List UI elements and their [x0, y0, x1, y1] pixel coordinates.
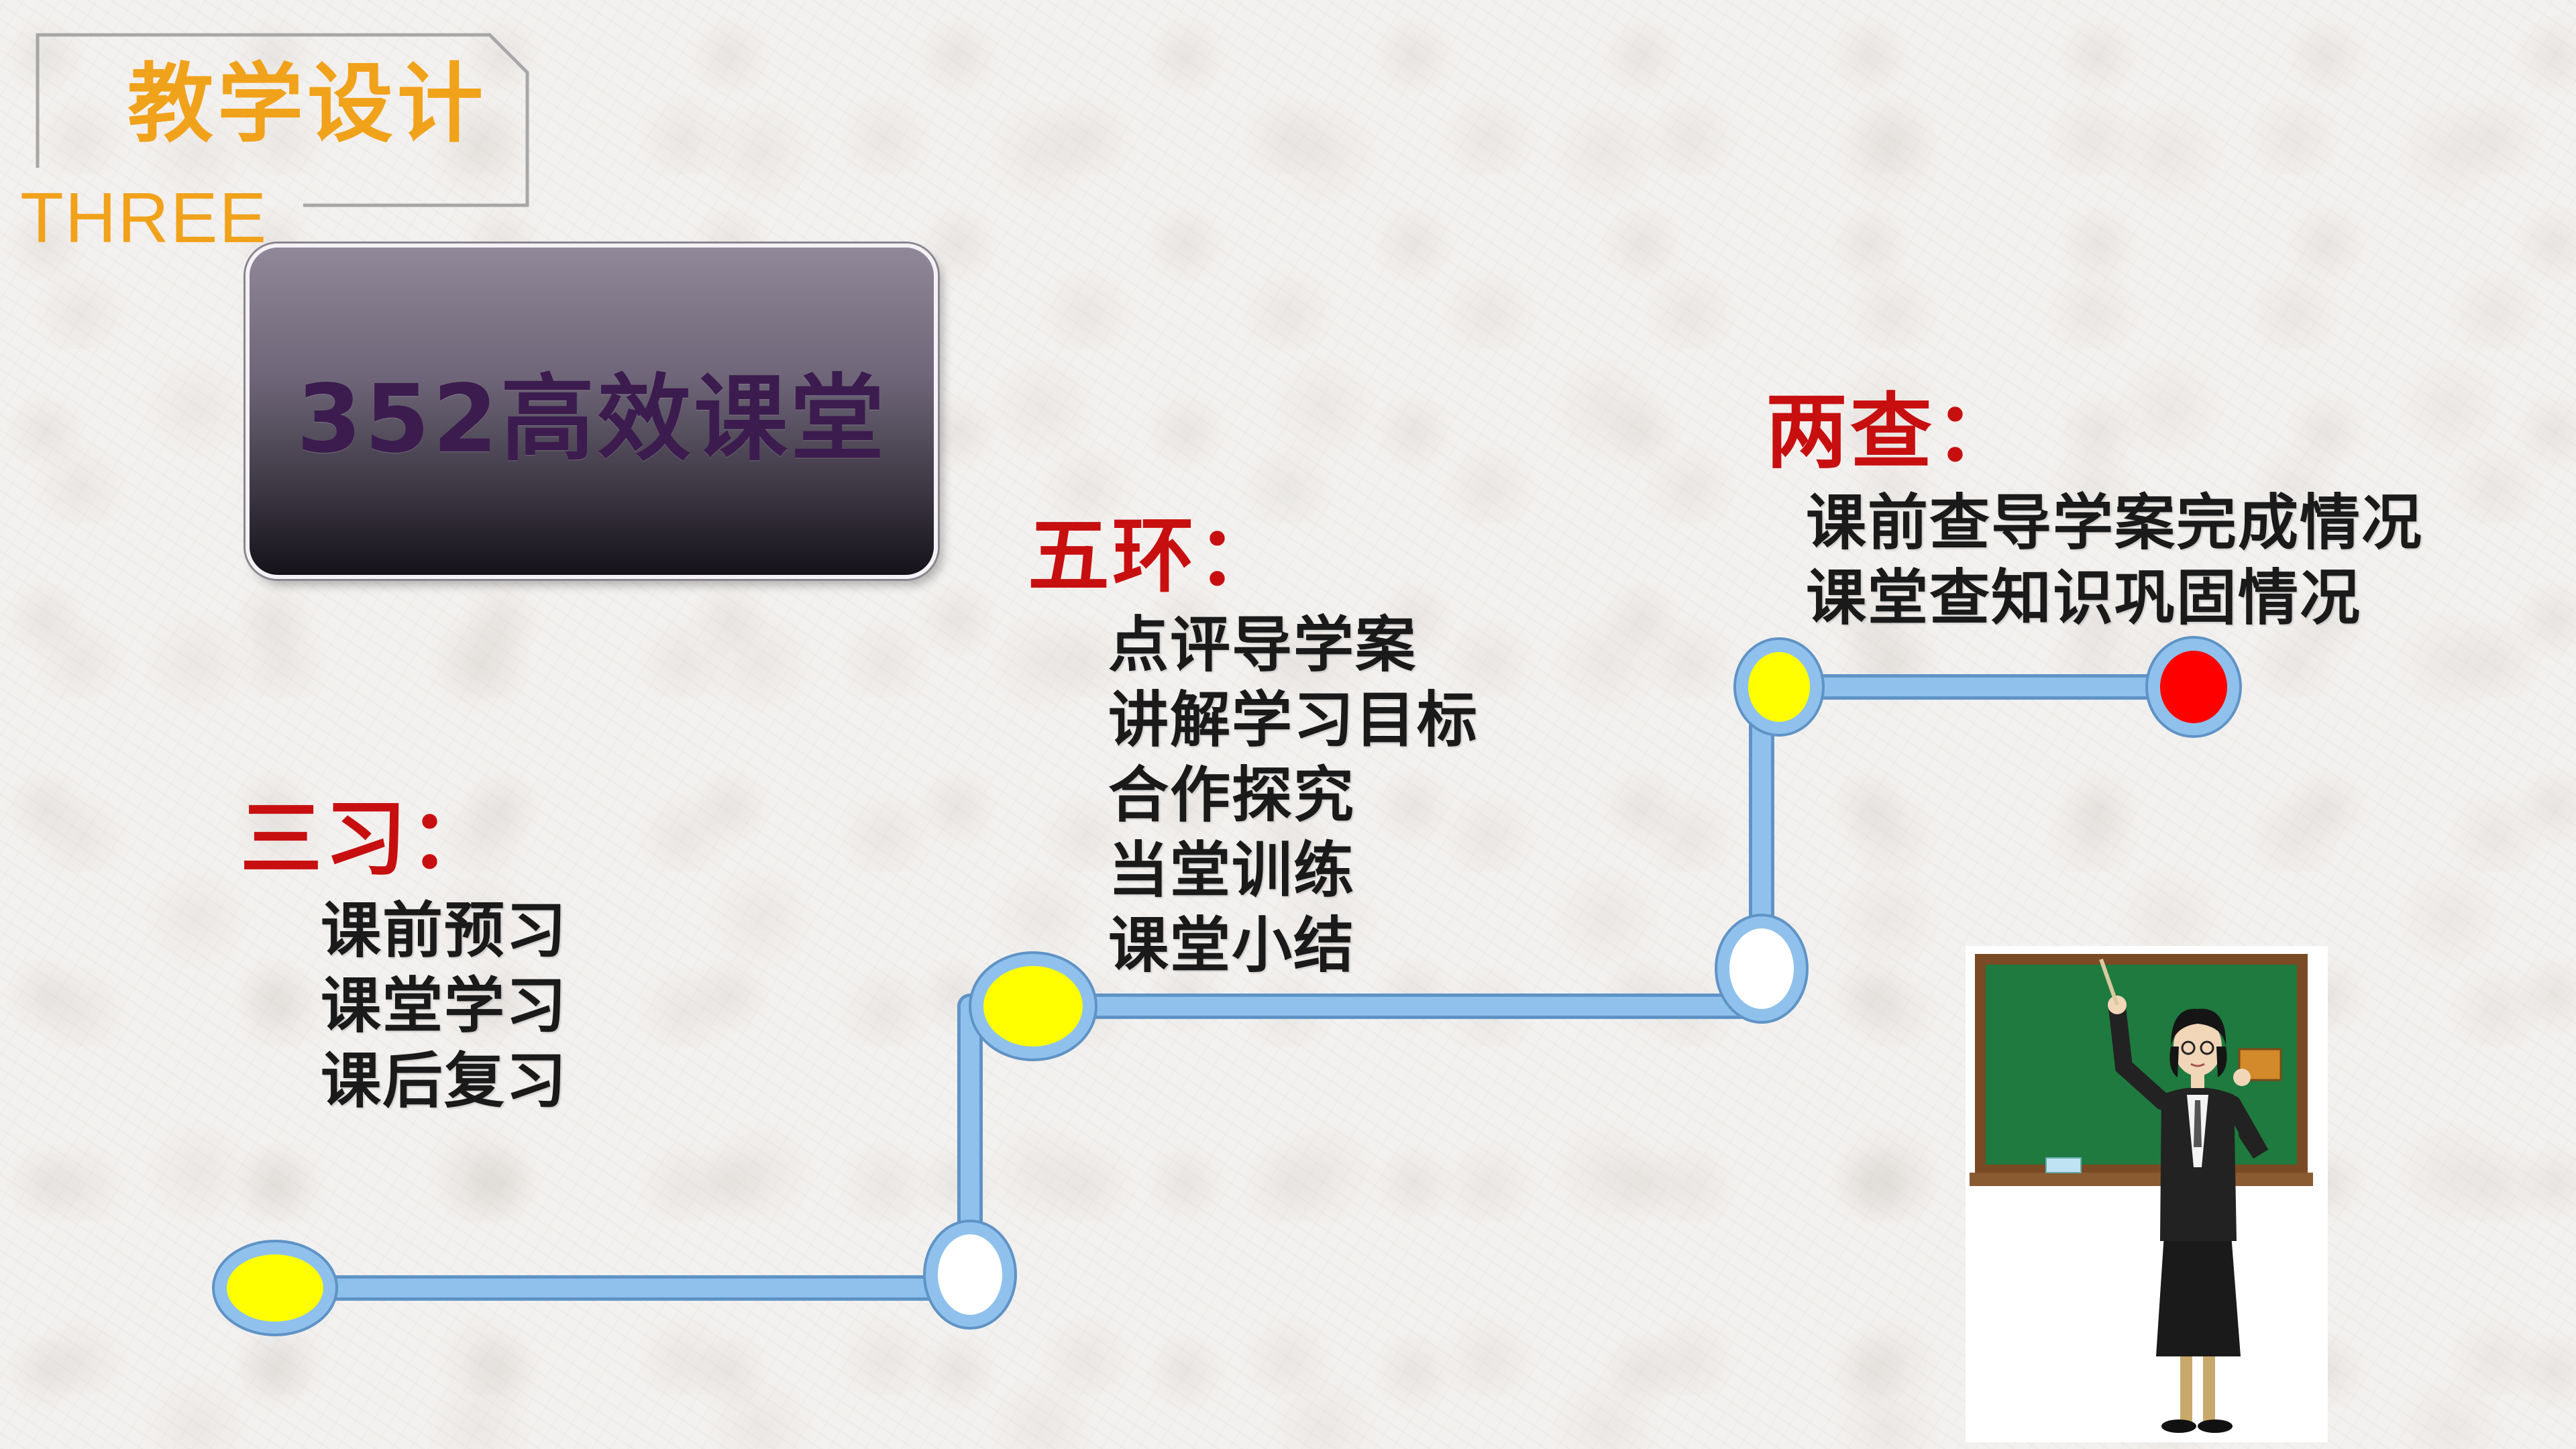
list-item: 课堂小结 [1108, 910, 1355, 981]
teacher-leg [2203, 1348, 2215, 1422]
path-node-white [1729, 928, 1794, 1009]
path-nodes [212, 636, 2242, 1336]
list-item: 课堂学习 [321, 971, 568, 1041]
teacher-hair [2216, 1046, 2227, 1077]
teacher-mouth [2190, 1063, 2205, 1067]
teacher-face [2174, 1017, 2222, 1076]
path-node-yellow [983, 966, 1083, 1046]
teacher-hair [2171, 1008, 2226, 1046]
title-box-text: 352高效课堂 [296, 365, 888, 474]
section-list-liangcha: 课前查导学案完成情况 课堂查知识巩固情况 [1806, 486, 2423, 636]
pointer-stick-icon [2099, 959, 2119, 1006]
list-item: 点评导学案 [1108, 610, 1417, 680]
list-item: 当堂训练 [1108, 835, 1355, 906]
teacher-arm-left [2108, 999, 2171, 1110]
title-box: 352高效课堂 [246, 244, 938, 579]
path-node-white [938, 1234, 1002, 1315]
teacher-figure-icon [2099, 959, 2282, 1433]
teacher-tie [2194, 1100, 2202, 1147]
blackboard-ledge [1970, 1173, 2313, 1186]
section-list-wuhuan: 点评导学案 讲解学习目标 合作探究 当堂训练 课堂小结 [1108, 608, 1479, 983]
teacher-shoe [2161, 1419, 2196, 1433]
teacher-leg [2180, 1348, 2192, 1422]
teacher-shoe [2198, 1419, 2233, 1433]
path-node-yellow [1748, 652, 1810, 722]
teacher-at-blackboard-icon [1966, 946, 2328, 1442]
list-item: 合作探究 [1108, 760, 1355, 830]
path-node-red [2160, 651, 2227, 723]
teacher-glasses [2200, 1040, 2214, 1055]
blackboard-icon [1970, 954, 2313, 1186]
page-title: 教学设计 [127, 54, 488, 154]
path-node-yellow [227, 1254, 323, 1322]
teacher-hand [2233, 1069, 2251, 1086]
section-heading-wuhuan: 五环： [1028, 508, 1281, 604]
teacher-glasses [2181, 1040, 2196, 1055]
page-subtitle: THREE [20, 178, 268, 258]
eraser-icon [2045, 1157, 2082, 1173]
teacher-skirt [2156, 1234, 2241, 1356]
list-item: 课后复习 [321, 1046, 568, 1116]
teacher-hair [2169, 1046, 2179, 1077]
section-heading-liangcha: 两查： [1766, 384, 2019, 480]
list-item: 讲解学习目标 [1108, 685, 1479, 755]
list-item: 课前查导学案完成情况 [1806, 488, 2423, 558]
list-item: 课堂查知识巩固情况 [1806, 563, 2361, 633]
section-heading-sanxi: 三习： [240, 792, 494, 887]
section-list-sanxi: 课前预习 课堂学习 课后复习 [321, 894, 568, 1119]
list-item: 课前预习 [321, 896, 568, 966]
teacher-arm-right [2224, 1095, 2269, 1159]
